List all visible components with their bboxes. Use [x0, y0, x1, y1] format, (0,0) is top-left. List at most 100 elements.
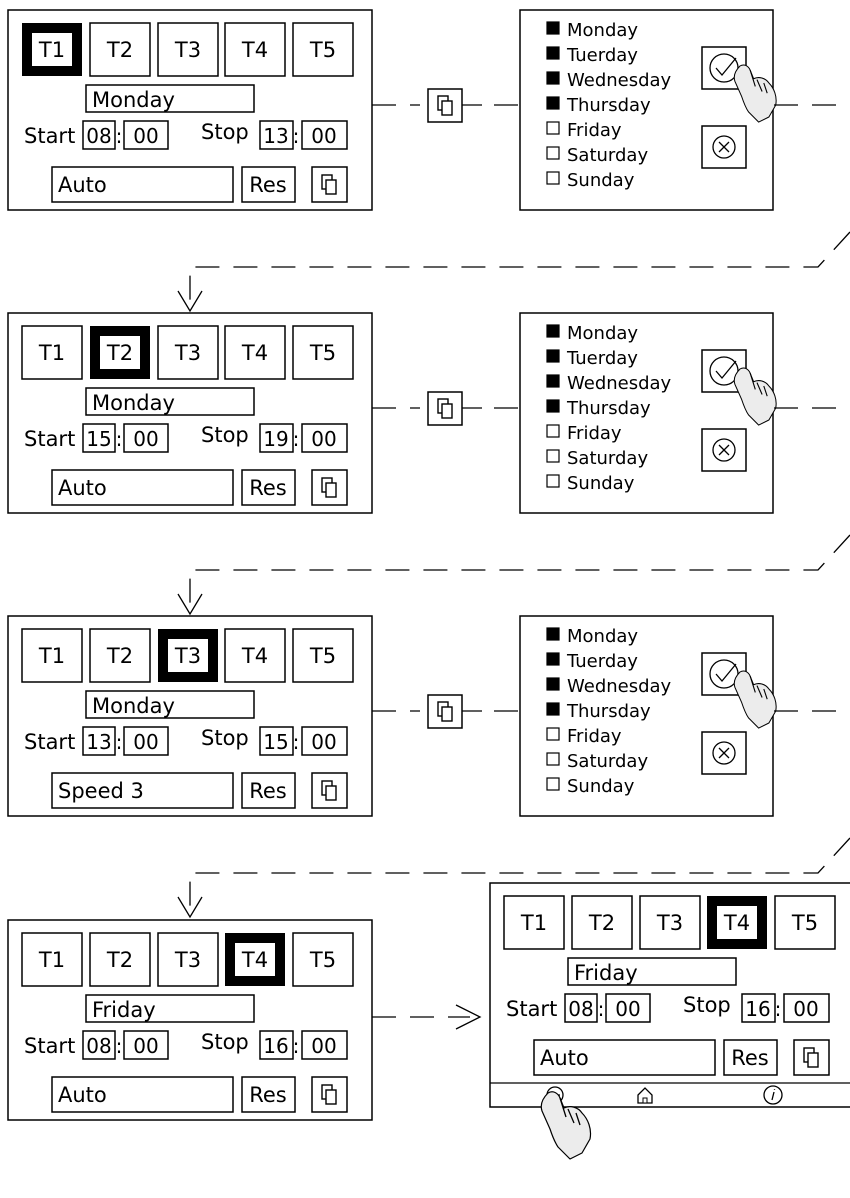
stop-hour-field[interactable] — [259, 726, 294, 756]
day-field[interactable] — [567, 957, 737, 986]
tab-t4[interactable]: T4 — [224, 628, 286, 683]
tab-t1[interactable]: T1 — [21, 932, 83, 987]
stop-minute-field[interactable] — [783, 993, 830, 1023]
start-minute-field[interactable] — [123, 726, 169, 756]
tab-t1[interactable]: T1 — [21, 325, 83, 380]
checkbox-unchecked[interactable] — [546, 777, 560, 791]
tab-t5[interactable]: T5 — [292, 325, 354, 380]
day-field[interactable] — [85, 690, 255, 719]
tab-t2[interactable]: T2 — [89, 932, 151, 987]
day-option-monday[interactable]: Monday — [546, 323, 638, 344]
checkbox-unchecked[interactable] — [546, 727, 560, 741]
day-option-saturday[interactable]: Saturday — [546, 448, 648, 469]
checkbox-unchecked[interactable] — [546, 449, 560, 463]
tab-t3[interactable]: T3 — [639, 895, 701, 950]
mode-field[interactable] — [533, 1039, 716, 1076]
mode-field[interactable] — [51, 166, 234, 203]
res-button[interactable] — [241, 1076, 296, 1113]
mode-field[interactable] — [51, 772, 234, 809]
day-field[interactable] — [85, 84, 255, 113]
tab-t2[interactable]: T2 — [89, 22, 151, 77]
day-option-sunday[interactable]: Sunday — [546, 170, 635, 191]
res-button[interactable] — [241, 772, 296, 809]
tab-t2[interactable]: T2 — [89, 628, 151, 683]
start-hour-field[interactable] — [82, 726, 116, 756]
checkbox-checked[interactable] — [546, 677, 560, 691]
cancel-button[interactable] — [701, 731, 747, 775]
day-field[interactable] — [85, 387, 255, 416]
res-button[interactable] — [723, 1039, 778, 1076]
checkbox-checked[interactable] — [546, 349, 560, 363]
tab-t2[interactable]: T2 — [571, 895, 633, 950]
stop-minute-field[interactable] — [301, 423, 348, 453]
stop-hour-field[interactable] — [259, 120, 294, 150]
tab-t5[interactable]: T5 — [292, 628, 354, 683]
res-button[interactable] — [241, 469, 296, 506]
tab-t1[interactable]: T1 — [22, 23, 82, 76]
day-option-thursday[interactable]: Thursday — [546, 398, 651, 419]
mode-field[interactable] — [51, 1076, 234, 1113]
day-option-tuerday[interactable]: Tuerday — [546, 348, 638, 369]
start-hour-field[interactable] — [564, 993, 598, 1023]
checkbox-checked[interactable] — [546, 399, 560, 413]
start-minute-field[interactable] — [605, 993, 651, 1023]
tab-t3[interactable]: T3 — [157, 325, 219, 380]
home-icon[interactable] — [637, 1087, 653, 1104]
checkbox-unchecked[interactable] — [546, 474, 560, 488]
day-option-saturday[interactable]: Saturday — [546, 751, 648, 772]
start-hour-field[interactable] — [82, 120, 116, 150]
tab-t4[interactable]: T4 — [707, 896, 767, 949]
checkbox-checked[interactable] — [546, 374, 560, 388]
checkbox-checked[interactable] — [546, 652, 560, 666]
stop-minute-field[interactable] — [301, 120, 348, 150]
day-option-sunday[interactable]: Sunday — [546, 473, 635, 494]
day-option-wednesday[interactable]: Wednesday — [546, 676, 672, 697]
day-option-thursday[interactable]: Thursday — [546, 701, 651, 722]
checkbox-checked[interactable] — [546, 324, 560, 338]
checkbox-checked[interactable] — [546, 702, 560, 716]
checkbox-unchecked[interactable] — [546, 752, 560, 766]
day-option-wednesday[interactable]: Wednesday — [546, 70, 672, 91]
tab-t1[interactable]: T1 — [21, 628, 83, 683]
stop-hour-field[interactable] — [259, 423, 294, 453]
start-minute-field[interactable] — [123, 1030, 169, 1060]
tab-t3[interactable]: T3 — [157, 22, 219, 77]
tab-t1[interactable]: T1 — [503, 895, 565, 950]
checkbox-checked[interactable] — [546, 46, 560, 60]
stop-minute-field[interactable] — [301, 726, 348, 756]
tab-t5[interactable]: T5 — [292, 932, 354, 987]
checkbox-checked[interactable] — [546, 96, 560, 110]
info-icon[interactable] — [763, 1085, 783, 1105]
day-option-tuerday[interactable]: Tuerday — [546, 651, 638, 672]
start-minute-field[interactable] — [123, 423, 169, 453]
start-hour-field[interactable] — [82, 423, 116, 453]
tab-t5[interactable]: T5 — [774, 895, 836, 950]
stop-hour-field[interactable] — [259, 1030, 294, 1060]
checkbox-checked[interactable] — [546, 71, 560, 85]
tab-t5[interactable]: T5 — [292, 22, 354, 77]
checkbox-checked[interactable] — [546, 627, 560, 641]
day-option-wednesday[interactable]: Wednesday — [546, 373, 672, 394]
start-hour-field[interactable] — [82, 1030, 116, 1060]
checkbox-unchecked[interactable] — [546, 121, 560, 135]
checkbox-unchecked[interactable] — [546, 171, 560, 185]
day-option-friday[interactable]: Friday — [546, 423, 622, 444]
checkbox-unchecked[interactable] — [546, 146, 560, 160]
cancel-button[interactable] — [701, 125, 747, 169]
tab-t4[interactable]: T4 — [224, 22, 286, 77]
res-button[interactable] — [241, 166, 296, 203]
mode-field[interactable] — [51, 469, 234, 506]
start-minute-field[interactable] — [123, 120, 169, 150]
cancel-button[interactable] — [701, 428, 747, 472]
day-option-tuerday[interactable]: Tuerday — [546, 45, 638, 66]
checkbox-checked[interactable] — [546, 21, 560, 35]
day-option-thursday[interactable]: Thursday — [546, 95, 651, 116]
tab-t3[interactable]: T3 — [158, 629, 218, 682]
day-option-friday[interactable]: Friday — [546, 726, 622, 747]
stop-hour-field[interactable] — [741, 993, 776, 1023]
checkbox-unchecked[interactable] — [546, 424, 560, 438]
day-option-sunday[interactable]: Sunday — [546, 776, 635, 797]
day-option-friday[interactable]: Friday — [546, 120, 622, 141]
tab-t2[interactable]: T2 — [90, 326, 150, 379]
day-option-monday[interactable]: Monday — [546, 20, 638, 41]
